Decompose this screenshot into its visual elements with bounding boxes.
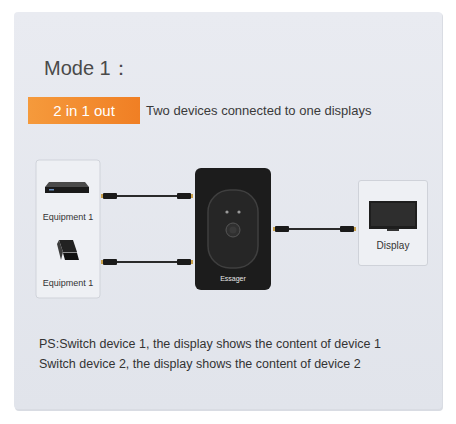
tv-icon — [359, 181, 429, 267]
brand-name: Essager — [195, 275, 271, 282]
equipment-box: Equipment 1 — [37, 164, 99, 228]
cable-plug — [275, 226, 289, 232]
plug-tip — [101, 260, 103, 264]
equipment-group-box — [36, 160, 100, 298]
card — [14, 12, 442, 409]
mode-title: Mode 1： — [44, 55, 131, 82]
device-name: Equipment 1 — [37, 212, 99, 222]
hdmi-cable — [101, 259, 193, 265]
hdmi-cable — [101, 193, 193, 199]
plug-tip — [191, 194, 193, 198]
display-box: Display — [358, 180, 428, 266]
cable-plug — [177, 193, 191, 199]
hdmi-cable — [273, 226, 356, 232]
cable-plug — [103, 259, 117, 265]
card-shadow — [15, 13, 443, 411]
cable-plug — [103, 193, 117, 199]
cable-plug — [340, 226, 354, 232]
plug-tip — [354, 227, 356, 231]
device-name: Equipment 1 — [37, 278, 99, 288]
plug-tip — [273, 227, 275, 231]
mode-badge-text: 2 in 1 out — [53, 102, 115, 119]
device-name: Display — [359, 240, 427, 251]
equipment-box: Equipment 1 — [37, 230, 99, 294]
badge — [28, 97, 140, 124]
mode-description: Two devices connected to one displays — [146, 103, 371, 118]
note-text: PS:Switch device 1, the display shows th… — [39, 337, 381, 351]
switch-icon — [195, 168, 271, 290]
plug-tip — [101, 194, 103, 198]
cable-plug — [177, 259, 191, 265]
note-text: Switch device 2, the display shows the c… — [39, 357, 361, 371]
plug-tip — [191, 260, 193, 264]
switch-box: Essager — [195, 168, 271, 290]
